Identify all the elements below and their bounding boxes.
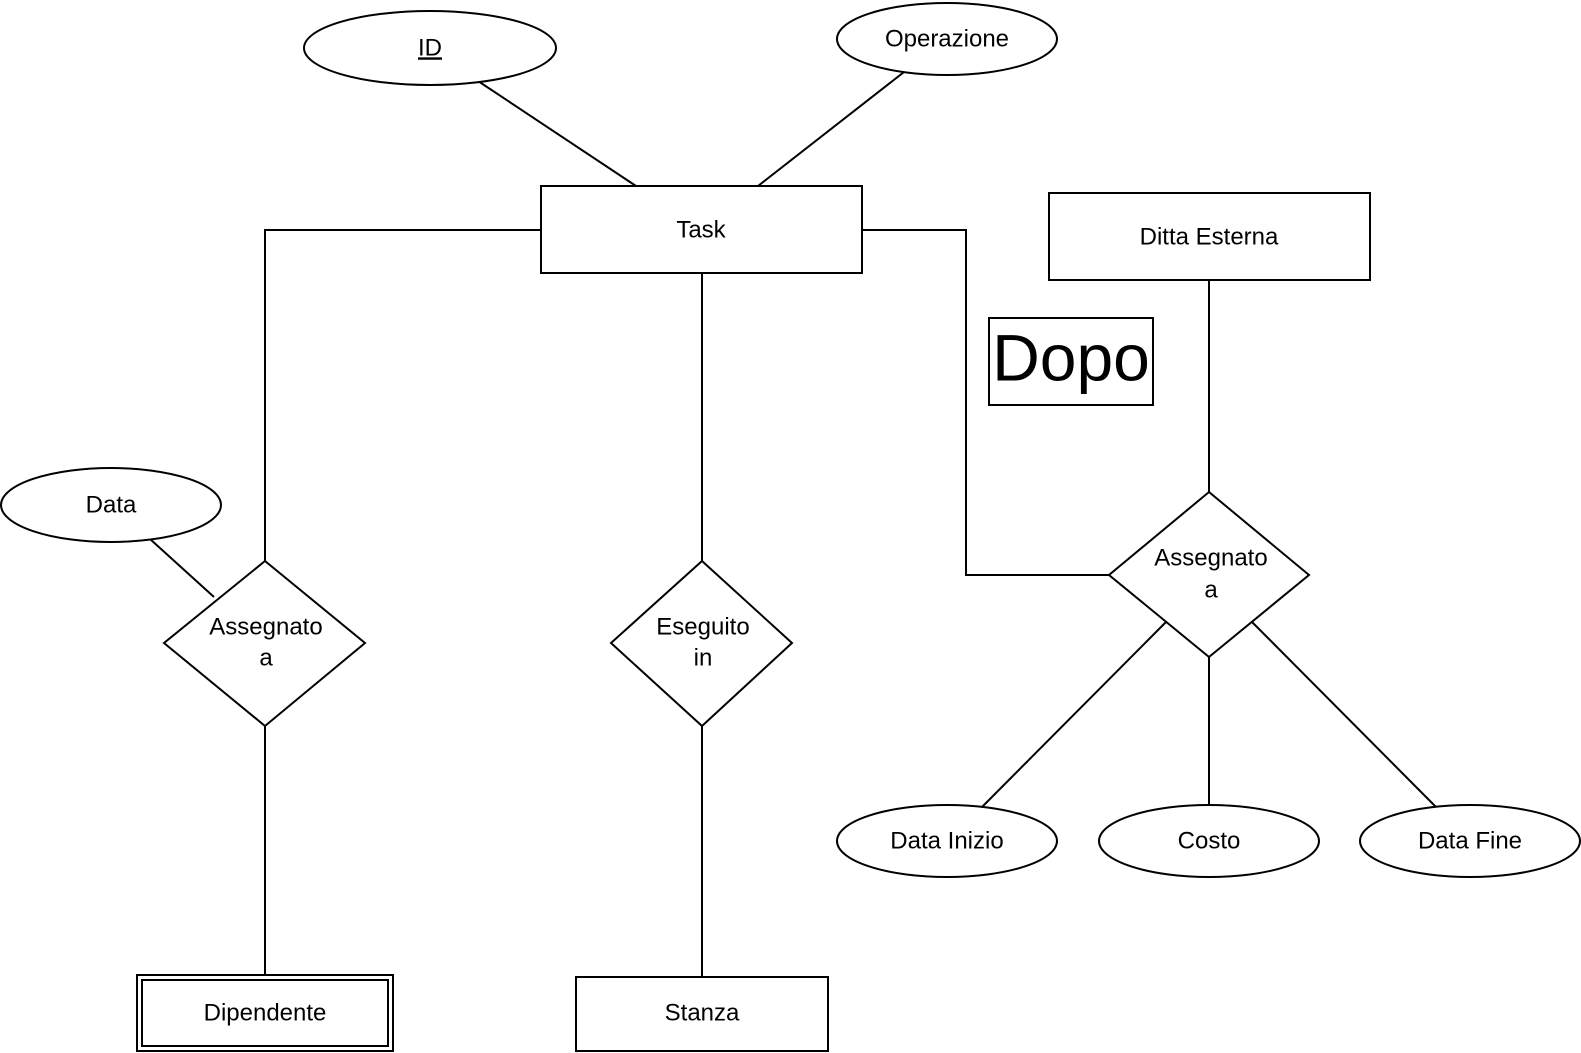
relationship-assegnato-dipendente-line1: Assegnato bbox=[209, 613, 322, 640]
entity-task[interactable]: Task bbox=[540, 185, 863, 274]
attribute-data-label: Data bbox=[86, 491, 137, 518]
relationship-assegnato-dipendente-line2: a bbox=[259, 644, 273, 671]
line-id-task bbox=[477, 80, 637, 187]
attribute-id-label: ID bbox=[418, 34, 442, 61]
attribute-id[interactable]: ID bbox=[303, 10, 557, 86]
relationship-eseguito-in-line1: Eseguito bbox=[656, 613, 749, 640]
entity-dipendente-label: Dipendente bbox=[204, 999, 327, 1026]
entity-ditta-esterna-label: Ditta Esterna bbox=[1140, 223, 1279, 250]
relationship-assegnato-ditta-line1: Assegnato bbox=[1154, 544, 1267, 571]
relationship-assegnato-dipendente[interactable]: Assegnato a bbox=[162, 559, 367, 728]
line-assegnato-data-fine bbox=[1251, 621, 1437, 808]
line-task-assegnato-ditta bbox=[862, 229, 1109, 576]
line-operazione-task bbox=[757, 71, 905, 187]
line-assegnato-data-inizio bbox=[981, 621, 1167, 808]
relationship-eseguito-in[interactable]: Eseguito in bbox=[609, 559, 794, 728]
annotation-stamp-text: Dopo bbox=[992, 320, 1150, 394]
relationship-eseguito-in-line2: in bbox=[694, 644, 713, 671]
attribute-data-inizio-label: Data Inizio bbox=[890, 827, 1003, 854]
line-data-assegnato bbox=[149, 538, 215, 598]
attribute-costo[interactable]: Costo bbox=[1098, 804, 1320, 878]
entity-ditta-esterna[interactable]: Ditta Esterna bbox=[1048, 192, 1371, 281]
connector-lines bbox=[149, 71, 1437, 977]
relationship-assegnato-ditta-line2: a bbox=[1204, 576, 1218, 603]
attribute-data-inizio[interactable]: Data Inizio bbox=[836, 804, 1058, 878]
attribute-data[interactable]: Data bbox=[0, 467, 222, 543]
line-task-assegnato-dipendente bbox=[264, 229, 541, 561]
entity-stanza-label: Stanza bbox=[665, 999, 740, 1026]
attribute-operazione-label: Operazione bbox=[885, 25, 1009, 52]
attribute-costo-label: Costo bbox=[1178, 827, 1241, 854]
attribute-data-fine[interactable]: Data Fine bbox=[1359, 804, 1581, 878]
annotation-stamp: Dopo bbox=[988, 317, 1154, 406]
attribute-data-fine-label: Data Fine bbox=[1418, 827, 1522, 854]
relationship-assegnato-ditta[interactable]: Assegnato a bbox=[1107, 490, 1311, 659]
entity-dipendente[interactable]: Dipendente bbox=[136, 974, 394, 1052]
attribute-operazione[interactable]: Operazione bbox=[836, 2, 1058, 76]
entity-stanza[interactable]: Stanza bbox=[575, 976, 829, 1052]
entity-task-label: Task bbox=[676, 216, 726, 243]
